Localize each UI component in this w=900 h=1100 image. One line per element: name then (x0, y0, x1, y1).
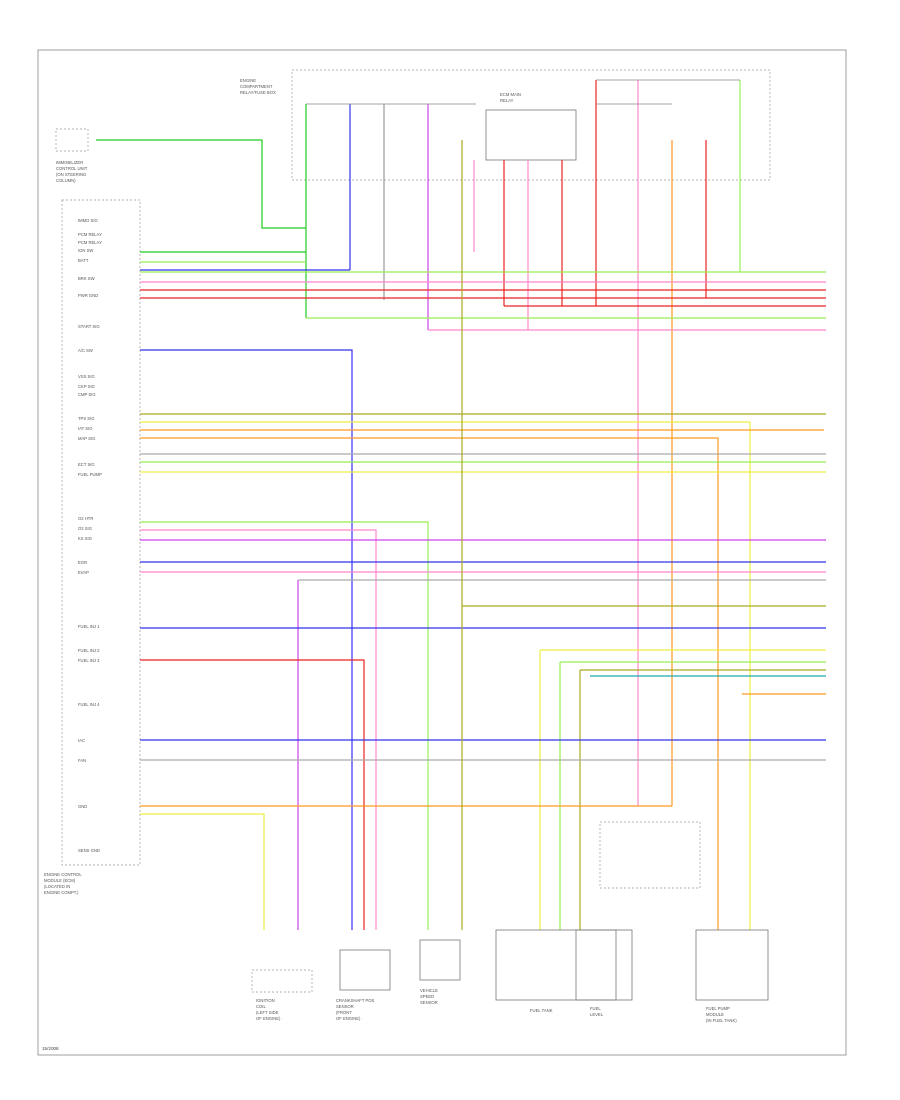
svg-text:SPEED: SPEED (420, 994, 434, 999)
svg-text:PCM RELAY: PCM RELAY (78, 240, 102, 245)
svg-text:COLUMN): COLUMN) (56, 178, 76, 183)
relay-wires (305, 80, 741, 806)
diagram-frame (37, 49, 847, 1056)
svg-text:VSS SIG: VSS SIG (78, 374, 95, 379)
svg-text:ECT SIG: ECT SIG (78, 462, 95, 467)
svg-text:COMPARTMENT: COMPARTMENT (240, 84, 273, 89)
svg-text:(IN FUEL TANK): (IN FUEL TANK) (706, 1018, 737, 1023)
svg-text:ENGINE COMPT.): ENGINE COMPT.) (44, 890, 79, 895)
fuel-pump-box (695, 929, 769, 1001)
svg-text:EVAP: EVAP (78, 570, 89, 575)
relay-box-label: ENGINE COMPARTMENT RELAY/FUSE BOX (240, 78, 276, 95)
svg-text:FUEL TANK: FUEL TANK (530, 1008, 553, 1013)
svg-text:COIL: COIL (256, 1004, 266, 1009)
svg-text:ECM MAIN: ECM MAIN (500, 92, 521, 97)
svg-text:MODULE: MODULE (706, 1012, 724, 1017)
svg-text:PCM RELAY: PCM RELAY (78, 232, 102, 237)
svg-text:TPS SIG: TPS SIG (78, 416, 95, 421)
svg-text:O2 SIG: O2 SIG (78, 526, 92, 531)
immobilizer-wire (96, 139, 306, 229)
svg-text:(LEFT SIDE: (LEFT SIDE (256, 1010, 279, 1015)
svg-text:ENGINE CONTROL: ENGINE CONTROL (44, 872, 82, 877)
ecm-box (61, 199, 141, 866)
svg-text:SENS GND: SENS GND (78, 848, 100, 853)
svg-text:KS SIG: KS SIG (78, 536, 92, 541)
svg-text:CMP SIG: CMP SIG (78, 392, 96, 397)
fuel-level-box (575, 929, 633, 1001)
bottom-components (251, 821, 769, 1001)
svg-text:RELAY/FUSE BOX: RELAY/FUSE BOX (240, 90, 276, 95)
bottom-labels: IGNITION COIL (LEFT SIDE OF ENGINE) CRAN… (256, 988, 737, 1023)
svg-text:MODULE (ECM): MODULE (ECM) (44, 878, 76, 883)
ecm-label: ENGINE CONTROL MODULE (ECM) (LOCATED IN … (44, 872, 82, 895)
ignition-coil-box (251, 969, 313, 993)
svg-text:SENSOR: SENSOR (336, 1004, 354, 1009)
svg-text:IAT SIG: IAT SIG (78, 426, 93, 431)
svg-text:IMMOBILIZER: IMMOBILIZER (56, 160, 83, 165)
svg-text:CKP SIG: CKP SIG (78, 384, 95, 389)
svg-text:GND: GND (78, 804, 87, 809)
svg-text:FUEL PUMP: FUEL PUMP (78, 472, 102, 477)
svg-text:FUEL INJ 4: FUEL INJ 4 (78, 702, 100, 707)
svg-text:LEVEL: LEVEL (590, 1012, 604, 1017)
svg-text:IGN SW: IGN SW (78, 248, 93, 253)
svg-text:BATT: BATT (78, 258, 89, 263)
svg-text:CRANKSHAFT POS: CRANKSHAFT POS (336, 998, 375, 1003)
crankshaft-sensor-box (339, 949, 391, 991)
vss-box (419, 939, 461, 981)
svg-text:PWR GND: PWR GND (78, 293, 98, 298)
svg-text:RELAY: RELAY (500, 98, 514, 103)
ecm-wires (140, 140, 826, 930)
svg-text:O2 HTR: O2 HTR (78, 516, 93, 521)
main-relay-box (485, 109, 577, 161)
svg-text:IAC: IAC (78, 738, 85, 743)
svg-text:FUEL INJ 1: FUEL INJ 1 (78, 624, 100, 629)
svg-text:OF ENGINE): OF ENGINE) (336, 1016, 361, 1021)
svg-text:CONTROL UNIT: CONTROL UNIT (56, 166, 88, 171)
svg-text:START SIG: START SIG (78, 324, 100, 329)
svg-text:(FRONT: (FRONT (336, 1010, 352, 1015)
svg-text:IGNITION: IGNITION (256, 998, 275, 1003)
svg-text:BRK SW: BRK SW (78, 276, 95, 281)
svg-text:FUEL PUMP: FUEL PUMP (706, 1006, 730, 1011)
immobilizer-label: IMMOBILIZER CONTROL UNIT (ON STEERING CO… (56, 160, 88, 183)
relay-fuse-box (291, 69, 771, 181)
top-bus (306, 79, 740, 105)
svg-text:EGR: EGR (78, 560, 87, 565)
svg-text:FUEL: FUEL (590, 1006, 601, 1011)
svg-text:(LOCATED IN: (LOCATED IN (44, 884, 70, 889)
fuel-tank-box (495, 929, 617, 1001)
ecm-pin-labels: IMMO SIG PCM RELAY PCM RELAY IGN SW BATT… (78, 218, 102, 853)
fuel-relay-box (599, 821, 701, 889)
svg-text:FUEL INJ 2: FUEL INJ 2 (78, 648, 100, 653)
svg-text:OF ENGINE): OF ENGINE) (256, 1016, 281, 1021)
svg-text:A/C SW: A/C SW (78, 348, 93, 353)
main-relay-label: ECM MAIN RELAY (500, 92, 521, 103)
immobilizer-box (55, 128, 89, 152)
svg-text:IMMO SIG: IMMO SIG (78, 218, 98, 223)
svg-text:FUEL INJ 3: FUEL INJ 3 (78, 658, 100, 663)
svg-text:SENSOR: SENSOR (420, 1000, 438, 1005)
page-id: 15/2008 (42, 1046, 59, 1051)
svg-text:(ON STEERING: (ON STEERING (56, 172, 86, 177)
svg-text:VEHICLE: VEHICLE (420, 988, 438, 993)
svg-text:MAP SIG: MAP SIG (78, 436, 95, 441)
svg-text:ENGINE: ENGINE (240, 78, 256, 83)
svg-text:FAN: FAN (78, 758, 86, 763)
